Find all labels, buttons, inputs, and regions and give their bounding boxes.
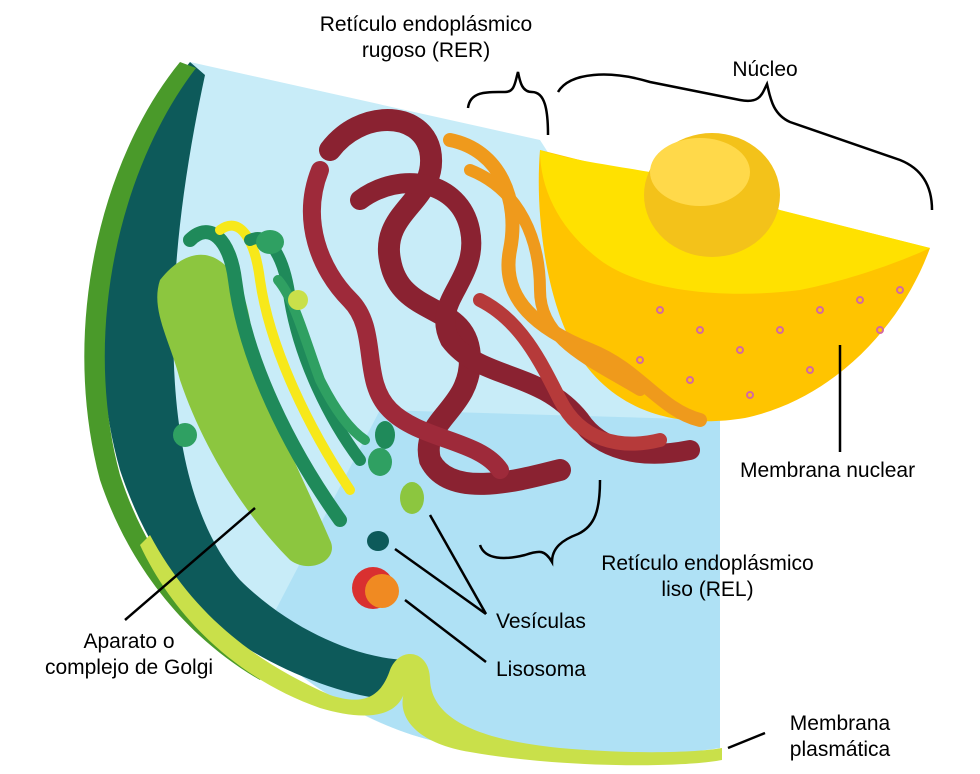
rough-er — [303, 109, 707, 495]
vesicles — [173, 230, 424, 551]
nucleolus-highlight — [650, 138, 750, 206]
label-membrana-nuclear-text: Membrana nuclear — [740, 459, 916, 482]
lysosome — [352, 567, 399, 609]
label-rer-line1: Retículo endoplásmico — [319, 13, 533, 36]
rel-brace — [478, 479, 602, 567]
leader-lines — [124, 71, 934, 750]
label-membrana-nuclear: Membrana nuclear — [740, 458, 915, 484]
plasma-membrane-lime — [140, 535, 722, 766]
label-lisosoma: Lisosoma — [496, 657, 586, 683]
label-lisosoma-text: Lisosoma — [496, 658, 586, 681]
label-membrana-plasmatica: Membrana plasmática — [770, 711, 910, 763]
outer-rim — [102, 62, 411, 700]
label-membrana-plasmatica-line2: plasmática — [789, 738, 891, 761]
lisosoma-line — [404, 599, 487, 663]
membrana-plasmatica-line — [727, 731, 766, 750]
nuclear-pores — [636, 286, 904, 399]
label-vesiculas: Vesículas — [496, 609, 586, 635]
label-golgi-line2: complejo de Golgi — [44, 656, 214, 679]
golgi-apparatus — [157, 220, 370, 567]
label-rel: Retículo endoplásmico liso (REL) — [565, 551, 850, 603]
vesiculas-line-1 — [428, 514, 488, 615]
plasma-membrane-green — [84, 62, 271, 680]
label-rer-line2: rugoso (RER) — [361, 39, 491, 62]
label-nucleo-text: Núcleo — [732, 58, 798, 81]
label-membrana-plasmatica-line1: Membrana — [789, 712, 891, 735]
label-golgi: Aparato o complejo de Golgi — [14, 629, 244, 681]
label-rel-line1: Retículo endoplásmico — [601, 552, 814, 575]
label-rel-line2: liso (REL) — [661, 578, 754, 601]
label-vesiculas-text: Vesículas — [496, 610, 586, 633]
nucleus-brace — [556, 73, 934, 211]
label-rer: Retículo endoplásmico rugoso (RER) — [306, 12, 546, 64]
golgi-line — [124, 507, 256, 621]
rer-brace — [466, 71, 550, 136]
label-golgi-line1: Aparato o — [83, 630, 175, 653]
vesiculas-line-2 — [394, 547, 487, 616]
label-nucleo: Núcleo — [710, 57, 820, 83]
